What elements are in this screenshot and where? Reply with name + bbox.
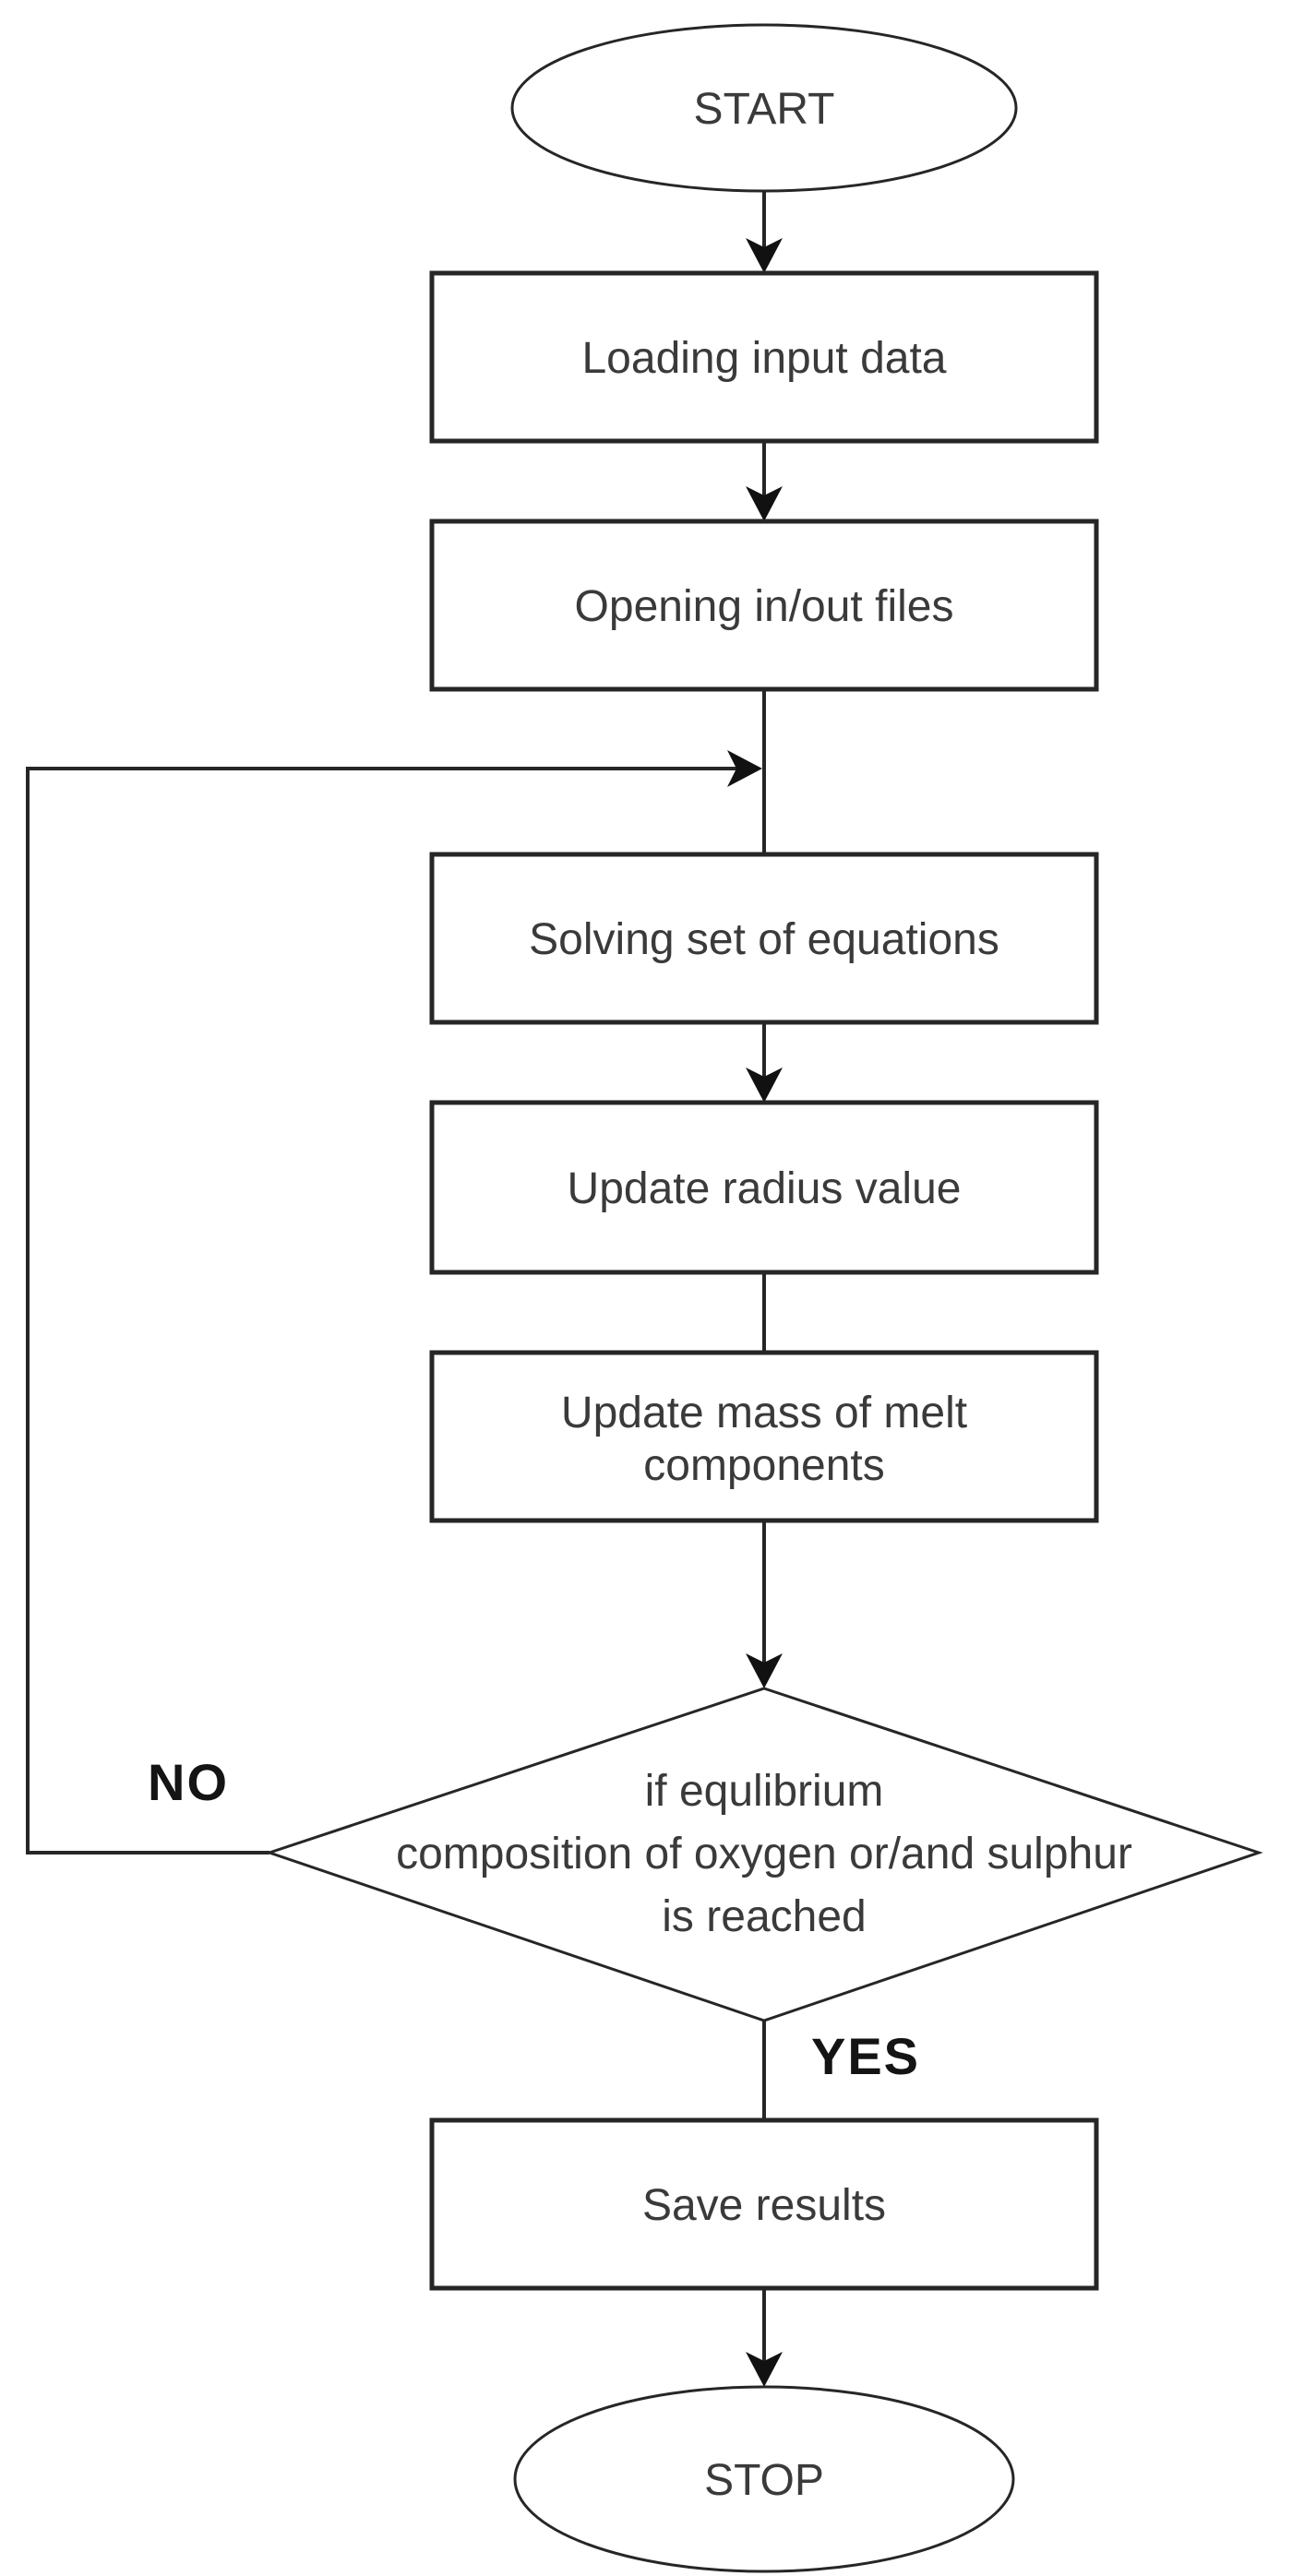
- terminal-stop: STOP: [513, 2385, 1015, 2573]
- process-label: Save results: [642, 2181, 886, 2230]
- loopback-line: [26, 767, 736, 1854]
- process-save-results: Save results: [429, 2117, 1099, 2291]
- start-label: START: [694, 85, 835, 134]
- stop-label: STOP: [704, 2456, 824, 2505]
- arrow-down-icon: [746, 238, 783, 273]
- process-box: [429, 1100, 1099, 1275]
- process-box: [429, 519, 1099, 692]
- connector-loading-to-opening: [746, 441, 783, 521]
- process-label-line2: components: [643, 1441, 885, 1490]
- decision-equilibrium: if equlibrium composition of oxygen or/a…: [265, 1687, 1263, 2022]
- process-label: Opening in/out files: [575, 582, 954, 631]
- process-label: Loading input data: [581, 334, 946, 383]
- arrow-down-icon: [746, 486, 783, 521]
- connector-no-loopback: [26, 750, 762, 1854]
- connector-start-to-loading: [746, 191, 783, 273]
- start-ellipse: [510, 23, 1018, 193]
- decision-label-line3: is reached: [662, 1892, 866, 1941]
- process-box: [429, 270, 1099, 444]
- stop-ellipse: [513, 2385, 1015, 2573]
- arrow-down-icon: [746, 2352, 783, 2387]
- arrow-down-icon: [746, 1067, 783, 1103]
- yes-branch-label: YES: [811, 2027, 920, 2085]
- process-box: [429, 852, 1099, 1025]
- arrow-down-icon: [746, 1653, 783, 1688]
- process-solving-equations: Solving set of equations: [429, 852, 1099, 1025]
- process-box: [429, 2117, 1099, 2291]
- decision-label-line2: composition of oxygen or/and sulphur: [396, 1830, 1132, 1878]
- terminal-start: START: [510, 23, 1018, 193]
- connector-solving-to-radius: [746, 1022, 783, 1103]
- process-label: Update radius value: [568, 1164, 962, 1213]
- decision-label-line1: if equlibrium: [645, 1767, 884, 1816]
- process-opening-files: Opening in/out files: [429, 519, 1099, 692]
- connector-mass-to-decision: [746, 1521, 783, 1688]
- process-label-line1: Update mass of melt: [561, 1389, 967, 1437]
- process-loading-input-data: Loading input data: [429, 270, 1099, 444]
- process-update-mass: Update mass of melt components: [429, 1350, 1099, 1523]
- no-branch-label: NO: [148, 1753, 229, 1811]
- decision-diamond: [265, 1687, 1263, 2022]
- arrow-right-icon: [727, 750, 762, 787]
- process-box: [429, 1350, 1099, 1523]
- connector-save-to-stop: [746, 2288, 783, 2387]
- process-update-radius: Update radius value: [429, 1100, 1099, 1275]
- process-label: Solving set of equations: [529, 915, 999, 964]
